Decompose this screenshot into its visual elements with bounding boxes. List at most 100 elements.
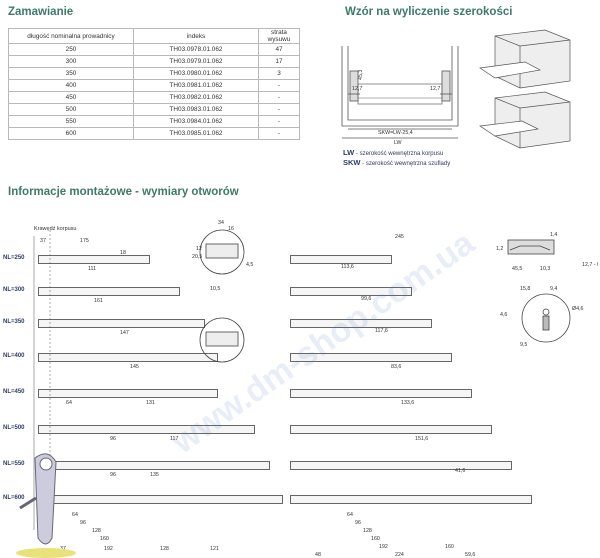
rail-left-5 [38, 425, 255, 434]
cell-loss: - [258, 127, 300, 140]
circle-dims-3: 12 [196, 246, 202, 252]
left-dim-texts-11: 96 [110, 472, 116, 478]
left-dim-texts-13: 64 [72, 512, 78, 518]
cell-index: TH03.0979.01.062 [133, 55, 259, 68]
rail-right-0 [290, 255, 392, 264]
left-dim-texts-8: 131 [146, 400, 155, 406]
right-dimensions: 245113,699,6117,683,6133,6151,641,664961… [315, 234, 475, 558]
hole-dim-1: 9,4 [550, 286, 557, 292]
hole-dim-2: 4,6 [500, 312, 507, 318]
right-dim-texts-16: 59,6 [465, 552, 475, 558]
cell-loss: - [258, 103, 300, 116]
circle-dims-2: 20,5 [192, 254, 202, 260]
rail-label-2: NL=350 [3, 319, 25, 325]
profile-dims-4: 12,7 - 0,2 [582, 262, 598, 268]
right-dim-texts-14: 160 [445, 544, 454, 550]
rail-label-3: NL=400 [3, 353, 25, 359]
legend-skw-text: - szerokość wewnętrzna szuflady [362, 161, 451, 167]
cell-index: TH03.0985.01.062 [133, 127, 259, 140]
cell-length: 300 [8, 55, 134, 68]
width-dim-4: SKW=LW-25,4 [378, 130, 413, 136]
rail-left-2 [38, 319, 205, 328]
cell-index: TH03.0980.01.062 [133, 67, 259, 80]
ordering-title: Zamawianie [8, 6, 74, 18]
left-dim-texts-5: 147 [120, 330, 129, 336]
left-dim-texts-19: 128 [160, 546, 169, 552]
cell-loss: 17 [258, 55, 300, 68]
legend-lw: LW - szerokość wewnętrzna korpusu [343, 148, 443, 157]
header-nominal-length: długość nominalna prowadnicy [8, 28, 134, 44]
right-dim-texts-13: 224 [395, 552, 404, 558]
legend-skw-key: SKW [343, 158, 361, 167]
left-dim-texts-2: 18 [120, 250, 126, 256]
hole-dim-3: Ø4,6 [572, 306, 584, 312]
rail-right-1 [290, 287, 412, 296]
left-dim-texts-20: 121 [210, 546, 219, 552]
right-dim-texts-6: 151,6 [415, 436, 428, 442]
right-dim-texts-2: 99,6 [361, 296, 371, 302]
circle-dims-4: 4,5 [246, 262, 253, 268]
width-dim-5: LW [394, 140, 402, 146]
right-dim-texts-4: 83,6 [391, 364, 401, 370]
circle-dims-0: 34 [218, 220, 224, 226]
rail-label-6: NL=550 [3, 461, 25, 467]
left-dim-texts-7: 64 [66, 400, 72, 406]
legend-skw: SKW - szerokość wewnętrzna szuflady [343, 158, 450, 167]
left-dim-texts-15: 128 [92, 528, 101, 534]
rail-label-5: NL=500 [3, 425, 25, 431]
right-dim-texts-3: 117,6 [375, 328, 388, 334]
right-dim-texts-8: 64 [347, 512, 353, 518]
mascot-figure [16, 453, 76, 558]
right-dim-texts-5: 133,6 [401, 400, 414, 406]
cell-index: TH03.0978.01.062 [133, 43, 259, 56]
rail-left-0 [38, 255, 150, 264]
rail-left-4 [38, 389, 218, 398]
legend-lw-key: LW [343, 148, 355, 157]
rail-label-4: NL=450 [3, 389, 25, 395]
rail-right-3 [290, 353, 452, 362]
profile-dims-0: 1,4 [550, 232, 557, 238]
right-dim-texts-12: 192 [379, 544, 388, 550]
cell-index: TH03.0983.01.062 [133, 103, 259, 116]
width-formula-diagram: 12,7 12,7 45,3 SKW=LW-25,4 LW [341, 29, 571, 149]
cell-loss: 47 [258, 43, 300, 56]
cell-length: 550 [8, 115, 134, 128]
rail-right-2 [290, 319, 432, 328]
rail-label-0: NL=250 [3, 255, 25, 261]
cell-loss: - [258, 91, 300, 104]
left-dim-texts-6: 145 [130, 364, 139, 370]
hole-dim-4: 9,5 [520, 342, 527, 348]
left-dim-texts-9: 96 [110, 436, 116, 442]
right-dim-texts-9: 96 [355, 520, 361, 526]
width-dim-1: 12,7 [352, 86, 362, 92]
cell-length: 250 [8, 43, 134, 56]
left-dim-texts-12: 135 [150, 472, 159, 478]
width-dim-3: 45,3 [358, 70, 364, 80]
profile-dims-2: 45,5 [512, 266, 522, 272]
left-dim-texts-17: 192 [104, 546, 113, 552]
right-dim-texts-1: 113,6 [341, 264, 354, 270]
cell-length: 400 [8, 79, 134, 92]
drawer-box-illustration [479, 29, 571, 149]
rail-left-3 [38, 353, 218, 362]
cell-index: TH03.0984.01.062 [133, 115, 259, 128]
left-dim-texts-1: 175 [80, 238, 89, 244]
circle-dims-1: 16 [228, 226, 234, 232]
edge-label: Krawędź korpusu [34, 226, 77, 232]
right-dim-texts-11: 160 [371, 536, 380, 542]
profile-detail-diagrams: 1,41,245,510,312,7 - 0,215,89,44,6Ø4,69,… [496, 232, 598, 348]
cell-length: 450 [8, 91, 134, 104]
hole-dim-0: 15,8 [520, 286, 530, 292]
left-dim-texts-14: 96 [80, 520, 86, 526]
cell-length: 500 [8, 103, 134, 116]
rail-right-6 [290, 461, 512, 470]
circle-dims-5: 10,5 [210, 286, 220, 292]
left-dim-texts-0: 37 [40, 238, 46, 244]
right-dim-texts-0: 245 [395, 234, 404, 240]
